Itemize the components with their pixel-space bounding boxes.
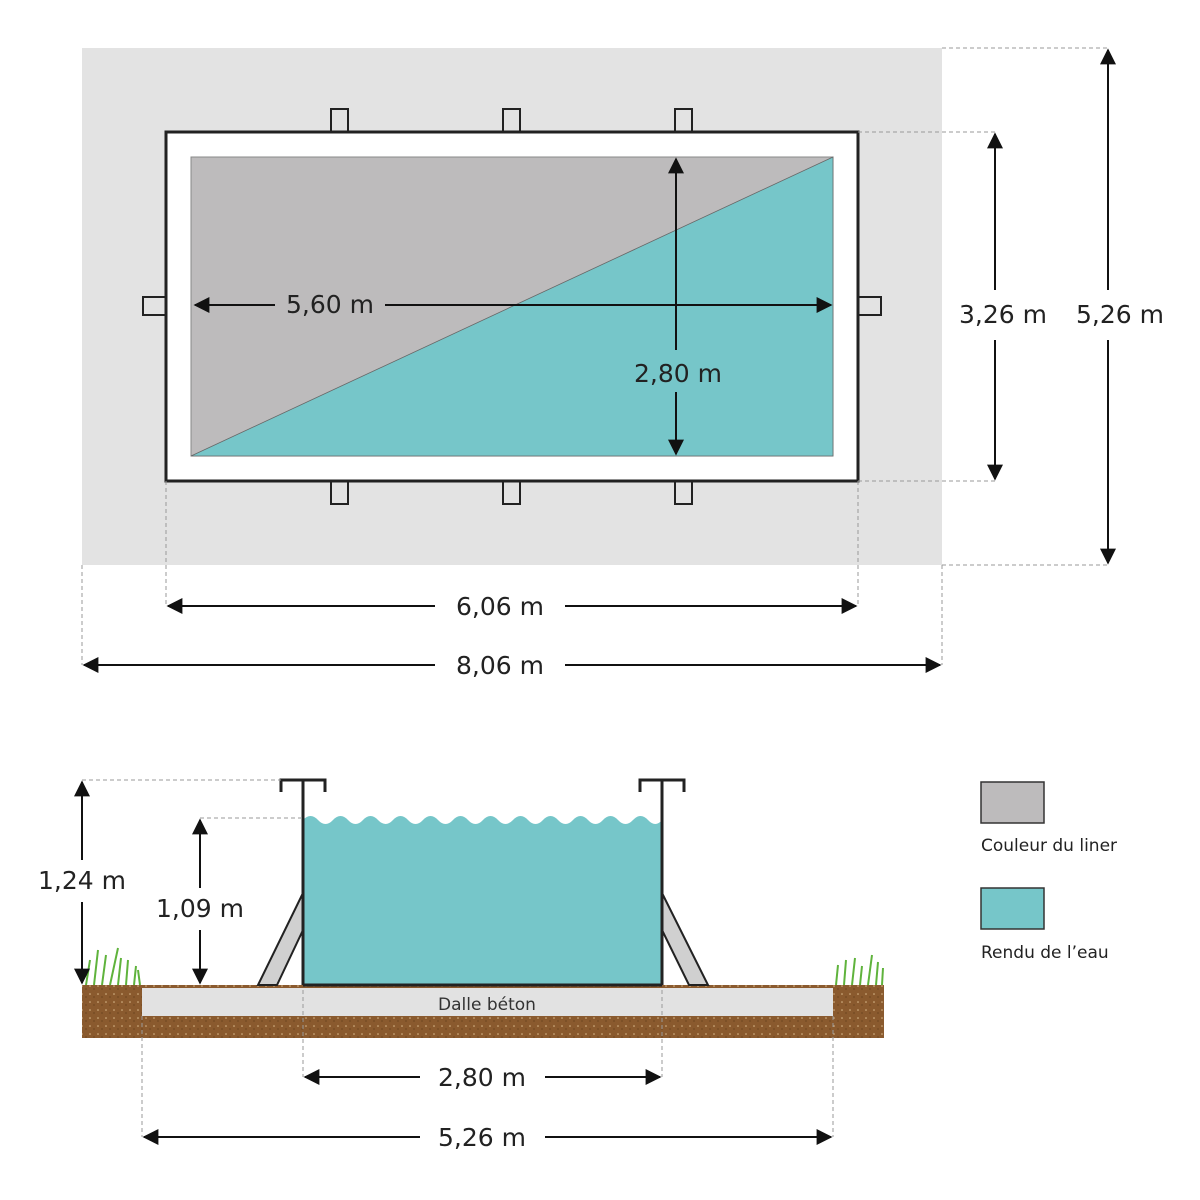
legend-label-liner: Couleur du liner	[981, 836, 1117, 856]
side-view: Dalle béton 1,24 m 1,09 m 2,80 m 5	[38, 778, 884, 1152]
outer-width-label: 3,26 m	[959, 300, 1047, 329]
inner-width-label: 2,80 m	[634, 359, 722, 388]
area-length-label: 8,06 m	[456, 651, 544, 680]
right-coping	[638, 778, 686, 792]
inner-length-label: 5,60 m	[286, 290, 374, 319]
left-coping	[279, 778, 327, 792]
water-body	[303, 816, 662, 985]
slab-width-label: 5,26 m	[438, 1123, 526, 1152]
legend-swatch-liner	[980, 781, 1045, 824]
grass-left	[85, 947, 141, 986]
concrete-slab	[142, 988, 833, 1016]
left-brace	[256, 892, 304, 986]
legend: Couleur du liner Rendu de l’eau	[980, 781, 1117, 963]
legend-label-water: Rendu de l’eau	[981, 943, 1109, 963]
water-height-label: 1,09 m	[156, 894, 244, 923]
frame-posts	[142, 108, 882, 505]
right-brace	[661, 892, 710, 986]
water-area	[190, 156, 834, 457]
grass-right	[835, 954, 884, 986]
inner-width-side-label: 2,80 m	[438, 1063, 526, 1092]
top-view: 5,60 m 2,80 m 3,26 m 5,26 m 6,06 m 8,06 …	[81, 47, 1164, 680]
outer-length-label: 6,06 m	[456, 592, 544, 621]
total-height-label: 1,24 m	[38, 866, 126, 895]
area-width-label: 5,26 m	[1076, 300, 1164, 329]
legend-swatch-water	[980, 887, 1045, 930]
slab-label: Dalle béton	[438, 995, 536, 1015]
